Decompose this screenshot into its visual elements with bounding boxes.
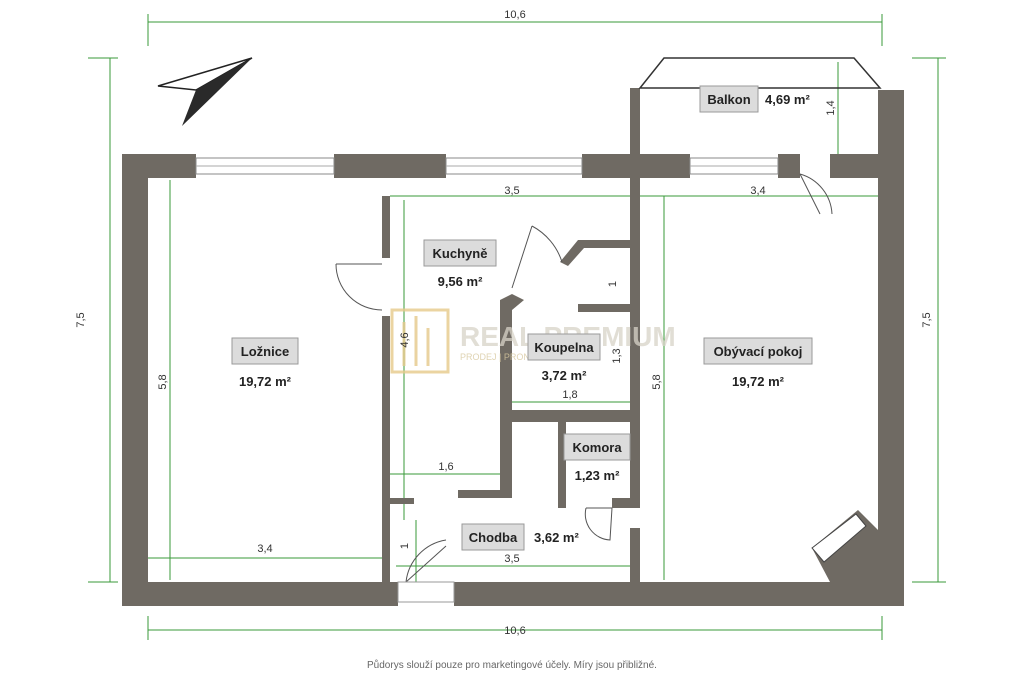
north-arrow-icon (157, 57, 253, 126)
room-area: 3,72 m² (542, 368, 587, 383)
dim-kitchen-width: 3,5 (504, 185, 519, 197)
dim-bathroom-height: 1,3 (611, 348, 623, 363)
dim-bottom-total: 10,6 (504, 625, 525, 637)
door-bathroom (511, 225, 563, 289)
dim-bathroom-width: 1,8 (562, 389, 577, 401)
room-chodba: Chodba 3,62 m² (461, 523, 579, 551)
door-bedroom (335, 263, 383, 311)
watermark-logo (390, 308, 450, 374)
dim-balcony-depth: 1,4 (825, 100, 837, 115)
dim-bedroom-width: 3,4 (257, 543, 272, 555)
room-koupelna: Koupelna 3,72 m² (527, 333, 601, 383)
room-area: 4,69 m² (765, 92, 810, 107)
footer-disclaimer: Půdorys slouží pouze pro marketingové úč… (367, 660, 657, 671)
room-komora: Komora 1,23 m² (563, 433, 631, 483)
room-area: 19,72 m² (239, 374, 292, 389)
room-area: 19,72 m² (732, 374, 785, 389)
door-balcony (799, 173, 833, 215)
dim-left-total: 7,5 (75, 312, 87, 327)
dim-kitchen-height: 4,6 (399, 332, 411, 347)
room-area: 9,56 m² (438, 274, 483, 289)
dim-top-total: 10,6 (504, 9, 525, 21)
dim-bedroom-height: 5,8 (157, 374, 169, 389)
room-area: 3,62 m² (534, 530, 579, 545)
door-komora (584, 507, 613, 541)
dim-living-height: 5,8 (651, 374, 663, 389)
dim-bathroom-side: 1 (607, 281, 619, 287)
room-name: Komora (572, 440, 622, 455)
room-balkon: Balkon 4,69 m² (699, 85, 810, 113)
dim-hall-height: 1 (399, 543, 411, 549)
room-name: Koupelna (534, 340, 594, 355)
room-name: Ložnice (241, 344, 289, 359)
room-kuchyne: Kuchyně 9,56 m² (423, 239, 497, 289)
room-obyvaci: Obývací pokoj 19,72 m² (703, 337, 813, 389)
entrance-threshold (397, 581, 455, 603)
room-name: Obývací pokoj (714, 344, 803, 359)
room-loznice: Ložnice 19,72 m² (231, 337, 299, 389)
dimension-labels: 10,6 10,6 7,5 7,5 3,5 3,4 1,4 5,8 4,6 1 … (75, 9, 933, 637)
windows (195, 157, 779, 175)
dim-kitchen-lower: 1,6 (438, 461, 453, 473)
room-area: 1,23 m² (575, 468, 620, 483)
room-name: Balkon (707, 92, 750, 107)
walls (122, 57, 904, 606)
doors (335, 173, 833, 603)
door-entrance (405, 539, 447, 583)
dim-living-width: 3,4 (750, 185, 765, 197)
dim-right-total: 7,5 (921, 312, 933, 327)
room-name: Kuchyně (433, 246, 488, 261)
room-name: Chodba (469, 530, 518, 545)
watermark-subtitle: PRODEJ | PRONAJEM (460, 352, 554, 362)
dim-hall-width: 3,5 (504, 553, 519, 565)
